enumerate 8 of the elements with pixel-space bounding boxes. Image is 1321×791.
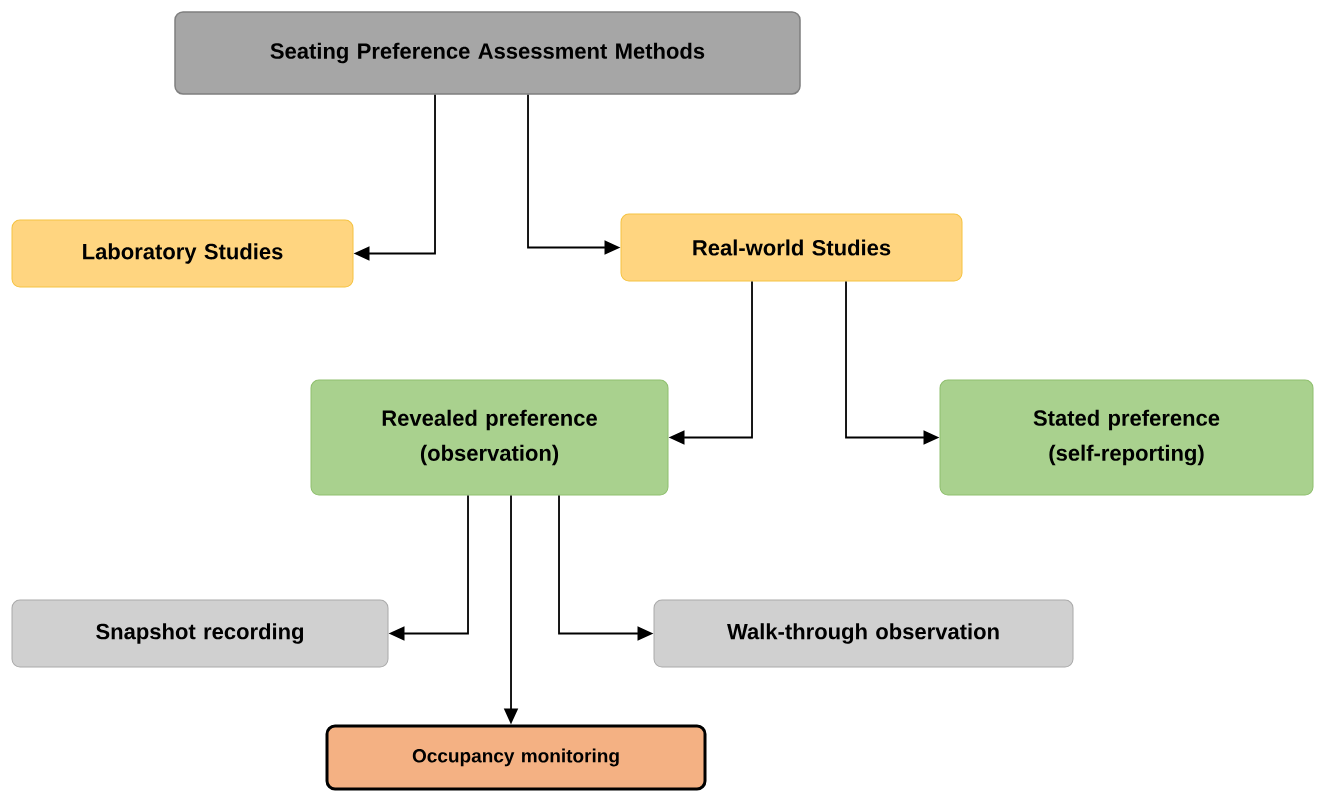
process-box: Seating Preference Assessment Methods <box>174 11 801 95</box>
process-box: Laboratory Studies <box>11 219 354 288</box>
process-box: Occupancy monitoring <box>325 724 707 791</box>
process-box: Snapshot recording <box>11 599 389 668</box>
process-box: Revealed preference (observation) <box>310 379 669 496</box>
process-box: Real-world Studies <box>620 213 963 282</box>
process-box: Walk-through observation <box>653 599 1074 668</box>
process-box: Stated preference (self-reporting) <box>939 379 1314 496</box>
